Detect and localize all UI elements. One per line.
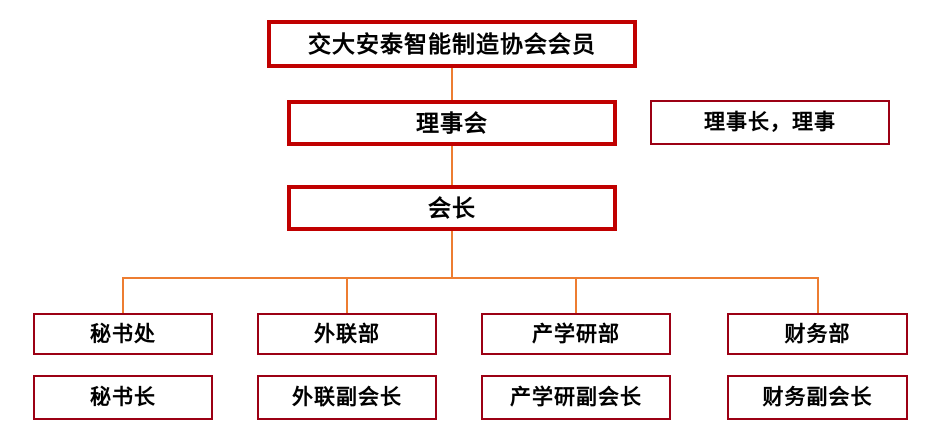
connector-bus-to-dept-0 bbox=[122, 277, 124, 313]
connector-board-to-president bbox=[451, 146, 453, 185]
connector-bus-to-dept-3 bbox=[817, 277, 819, 313]
org-node-root[interactable]: 交大安泰智能制造协会会员 bbox=[267, 20, 637, 68]
connector-bus-to-dept-1 bbox=[346, 277, 348, 313]
org-node-role-secretary-general[interactable]: 秘书长 bbox=[33, 375, 213, 420]
connector-root-to-board bbox=[451, 68, 453, 100]
org-node-role-industry-research-vice-president[interactable]: 产学研副会长 bbox=[481, 375, 671, 420]
org-node-role-finance-vice-president[interactable]: 财务副会长 bbox=[727, 375, 908, 420]
org-node-president[interactable]: 会长 bbox=[287, 185, 617, 231]
connector-president-to-bus bbox=[451, 231, 453, 278]
org-node-department-finance[interactable]: 财务部 bbox=[727, 313, 908, 355]
org-node-department-secretariat[interactable]: 秘书处 bbox=[33, 313, 213, 355]
org-node-board[interactable]: 理事会 bbox=[287, 100, 617, 146]
org-node-department-industry-research[interactable]: 产学研部 bbox=[481, 313, 671, 355]
connector-bus-to-dept-2 bbox=[575, 277, 577, 313]
connector-department-bus bbox=[122, 277, 819, 279]
org-node-board-members-note[interactable]: 理事长，理事 bbox=[650, 100, 890, 145]
org-node-role-outreach-vice-president[interactable]: 外联副会长 bbox=[257, 375, 437, 420]
org-node-department-outreach[interactable]: 外联部 bbox=[257, 313, 437, 355]
